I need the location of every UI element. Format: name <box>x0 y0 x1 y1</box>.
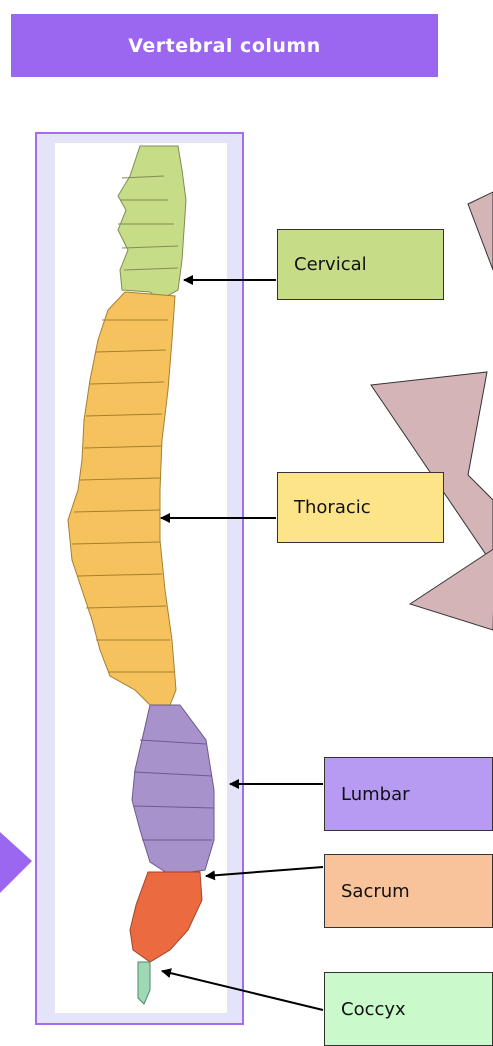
label-sacrum: Sacrum <box>324 854 493 928</box>
label-cervical: Cervical <box>277 229 444 300</box>
star-shape-top <box>468 192 493 270</box>
label-coccyx: Coccyx <box>324 972 493 1046</box>
play-marker-icon <box>0 832 32 893</box>
star-shape-lower <box>410 548 493 630</box>
label-thoracic: Thoracic <box>277 472 444 543</box>
label-lumbar: Lumbar <box>324 757 493 831</box>
